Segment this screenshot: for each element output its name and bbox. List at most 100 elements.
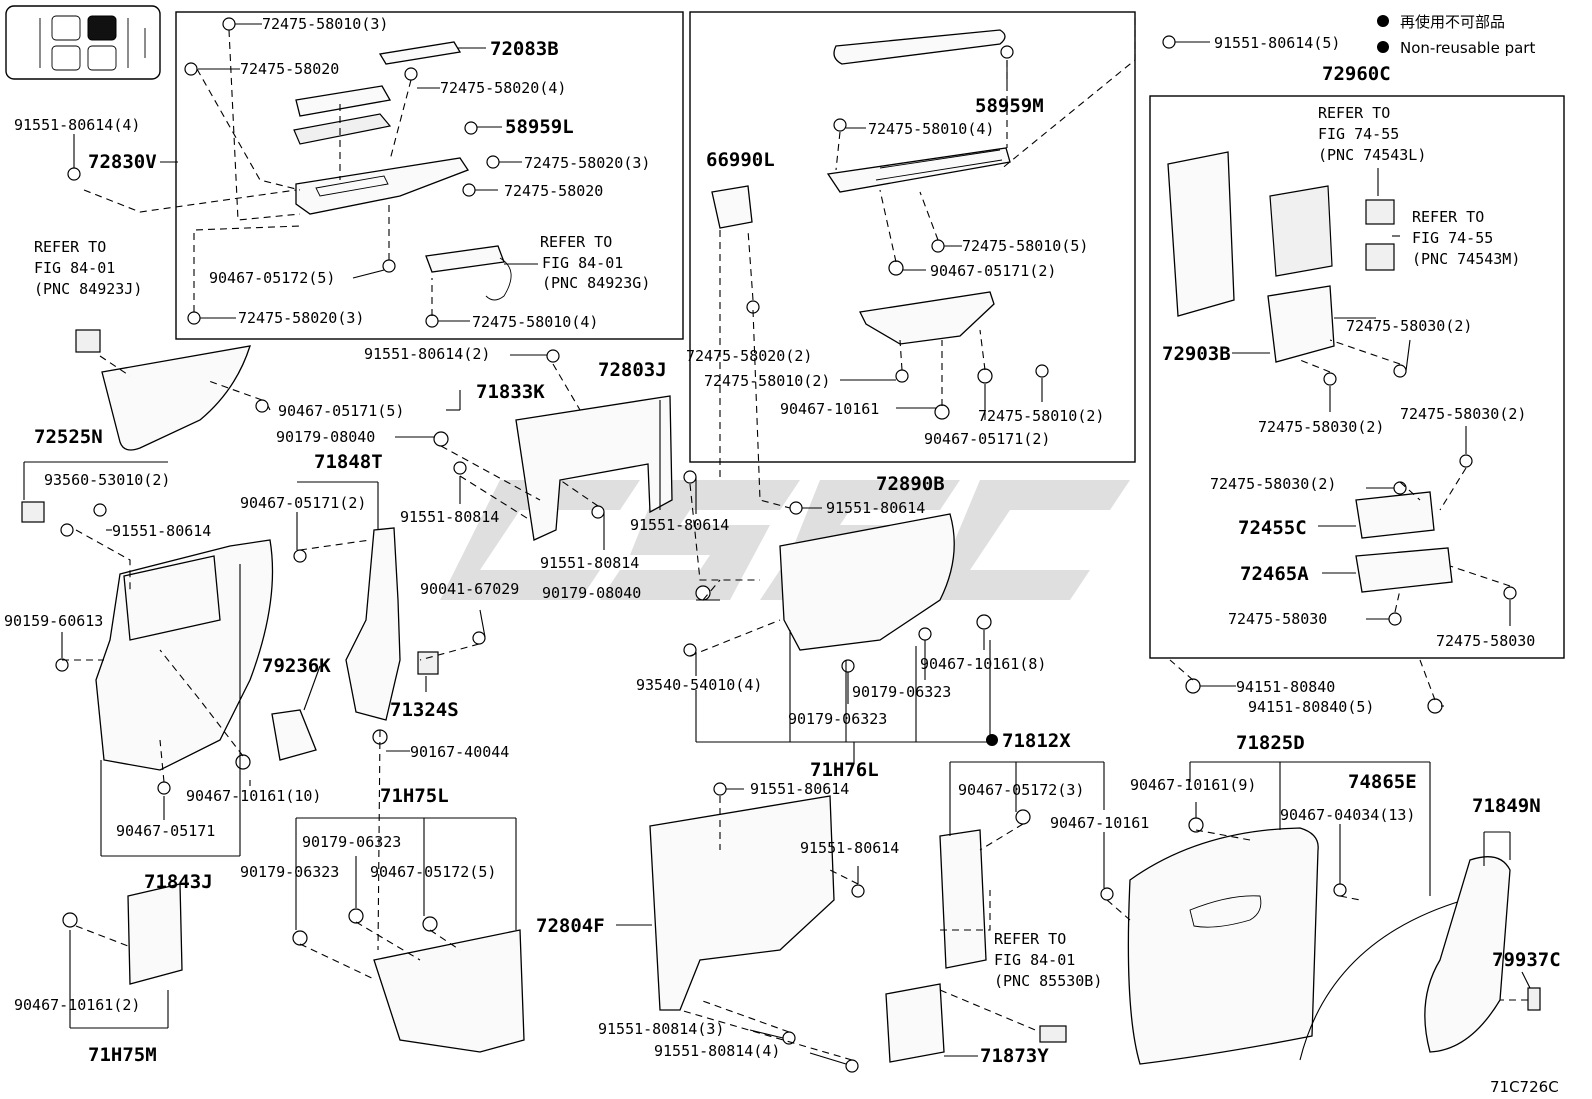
part-71H75M (127, 883, 183, 985)
part-71849N (1424, 856, 1511, 1053)
label-71812X: 71812X (1002, 730, 1071, 752)
label-72475-58030-2a: 72475-58030(2) (1346, 317, 1472, 335)
label-72475-58030-2c: 72475-58030(2) (1400, 405, 1526, 423)
label-72475-58030-b: 72475-58030 (1436, 632, 1535, 650)
label-ref4-b: FIG 74-55 (1412, 229, 1493, 247)
label-91551-80614-2: 91551-80614(2) (364, 345, 490, 363)
label-72465A: 72465A (1240, 563, 1309, 585)
part-lid (295, 85, 392, 117)
part-84923J (75, 329, 101, 353)
bolt-icon (931, 239, 945, 253)
label-ref2-a: REFER TO (34, 238, 106, 256)
part-drawings (21, 29, 1541, 1065)
label-66990L: 66990L (706, 149, 775, 171)
label-72890B: 72890B (876, 473, 945, 495)
part-labels: 72475-58010(3) 72083B 72475-58020 72475-… (4, 15, 1561, 1096)
label-ref5-c: (PNC 85530B) (994, 972, 1102, 990)
nut-icon (433, 431, 449, 447)
label-ref2-c: (PNC 84923J) (34, 280, 142, 298)
label-90179-08040-a: 90179-08040 (276, 428, 375, 446)
group-frame-72960C (1149, 95, 1565, 659)
part-switch-84923G (425, 245, 505, 273)
clip-icon (464, 121, 478, 135)
nut-icon (695, 585, 711, 601)
label-71H76L: 71H76L (810, 759, 879, 781)
label-90467-10161-a: 90467-10161 (780, 400, 879, 418)
label-90467-05172-5b: 90467-05172(5) (370, 863, 496, 881)
label-72525N: 72525N (34, 426, 103, 448)
label-72475-58020-2: 72475-58020(2) (686, 347, 812, 365)
part-74543L (1365, 199, 1395, 225)
label-90467-05171-2b: 90467-05171(2) (930, 262, 1056, 280)
part-72465A (1355, 547, 1453, 593)
bolt-icon (472, 631, 486, 645)
label-71849N: 71849N (1472, 795, 1541, 817)
label-91551-80814-3: 91551-80814(3) (598, 1020, 724, 1038)
label-ref3-c: (PNC 74543L) (1318, 146, 1426, 164)
label-91551-80614-b: 91551-80614 (630, 516, 729, 534)
label-90467-10161-b: 90467-10161 (1050, 814, 1149, 832)
label-91551-80614-4: 91551-80614(4) (14, 116, 140, 134)
clip-icon (382, 259, 396, 273)
nut-icon (841, 659, 855, 673)
label-71843J: 71843J (144, 871, 213, 893)
label-71H75L: 71H75L (380, 785, 449, 807)
label-90167-40044: 90167-40044 (410, 743, 509, 761)
bolt-icon (60, 523, 74, 537)
clip-icon (422, 916, 438, 932)
label-58959M: 58959M (975, 95, 1044, 117)
label-72475-58020-3b: 72475-58020(3) (238, 309, 364, 327)
label-90179-06323-a: 90179-06323 (302, 833, 401, 851)
label-90179-06323-d: 90179-06323 (788, 710, 887, 728)
bolt-icon (184, 62, 198, 76)
label-58959L: 58959L (505, 116, 574, 138)
label-72475-58030-2b: 72475-58030(2) (1258, 418, 1384, 436)
clip-icon (1333, 883, 1347, 897)
legend: 再使用不可部品 Non-reusable part (1377, 13, 1535, 57)
label-72475-58010-4b: 72475-58010(4) (868, 120, 994, 138)
label-72960C: 72960C (1322, 63, 1391, 85)
label-94151-80840-5: 94151-80840(5) (1248, 698, 1374, 716)
label-90179-06323-b: 90179-06323 (240, 863, 339, 881)
label-72475-58030-a: 72475-58030 (1228, 610, 1327, 628)
part-ecu-bracket (1167, 151, 1235, 317)
label-90467-05172-5a: 90467-05172(5) (209, 269, 335, 287)
part-71H76L (779, 513, 955, 651)
label-72475-58010-5: 72475-58010(5) (962, 237, 1088, 255)
label-71848T: 71848T (314, 451, 383, 473)
part-66990L (711, 185, 753, 229)
label-ref1-c: (PNC 84923G) (542, 274, 650, 292)
part-72525N (21, 501, 45, 523)
nut-icon (1185, 678, 1201, 694)
label-ref3-a: REFER TO (1318, 104, 1390, 122)
label-ref4-a: REFER TO (1412, 208, 1484, 226)
clip-icon (293, 549, 307, 563)
label-71H75M: 71H75M (88, 1044, 157, 1066)
part-ecu-box (1269, 185, 1333, 277)
part-74543M (1365, 243, 1395, 271)
bolt-icon (845, 1059, 859, 1073)
label-90467-05171-5: 90467-05171(5) (278, 402, 404, 420)
clip-icon (976, 614, 992, 630)
label-91551-80614-d: 91551-80614 (750, 780, 849, 798)
bolt-icon (1459, 454, 1473, 468)
part-71812X (939, 829, 987, 969)
clip-icon (934, 404, 950, 420)
bolt-icon (591, 505, 605, 519)
part-74865E (1299, 899, 1465, 1061)
bolt-icon (404, 67, 418, 81)
bolt-icon (222, 17, 236, 31)
part-tray (859, 291, 995, 345)
bolt-icon (1035, 364, 1049, 378)
label-72475-58010-2a: 72475-58010(2) (704, 372, 830, 390)
bolt-icon (546, 349, 560, 363)
label-90467-10161-2: 90467-10161(2) (14, 996, 140, 1014)
part-72830V (295, 157, 469, 215)
clip-icon (1188, 817, 1204, 833)
clip-icon (888, 260, 904, 276)
label-90159-60613: 90159-60613 (4, 612, 103, 630)
part-bracket (293, 113, 392, 145)
part-72804F (649, 795, 835, 1011)
label-71324S: 71324S (390, 699, 459, 721)
